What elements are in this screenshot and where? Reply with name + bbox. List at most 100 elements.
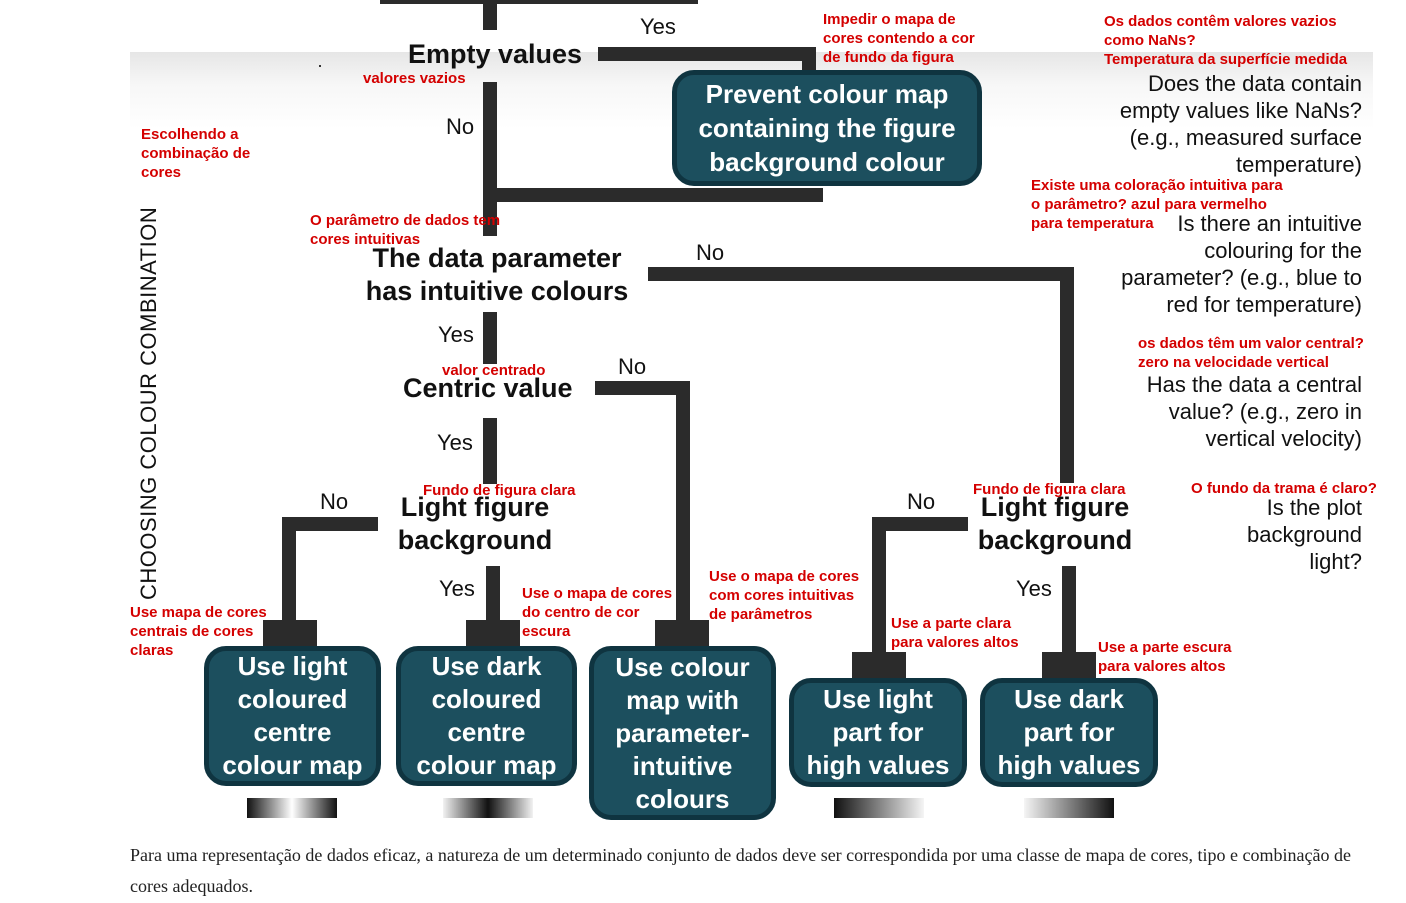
label-param-no: No	[696, 240, 725, 265]
annotation-a14-line3: claras	[130, 642, 174, 659]
node-data-parameter-line2: has intuitive colours	[365, 276, 629, 306]
annotation-a6-line3: para temperatura	[1031, 215, 1154, 232]
annotation-dark-part: Use a parte escura para valores altos	[1098, 638, 1231, 676]
annotation-a9-line1: Fundo de figura clara	[423, 482, 576, 499]
box-dark-centre-line3: centre	[447, 717, 526, 747]
annotation-a15-line2: para valores altos	[891, 634, 1019, 651]
annotation-a6-line1: Existe uma coloração intuitiva para	[1031, 177, 1283, 194]
label-centric-yes: Yes	[437, 430, 473, 455]
figure-caption: Para uma representação de dados eficaz, …	[130, 845, 1351, 896]
label-light-left-no: No	[320, 489, 349, 514]
question-3-line3: vertical velocity)	[1205, 426, 1362, 451]
label-empty-yes: Yes	[640, 14, 676, 39]
question-1-line2: empty values like NaNs?	[1119, 98, 1362, 123]
box-light-centre-colour-map: Use light coloured centre colour map	[204, 646, 381, 786]
annotation-a11-line1: O fundo da trama é claro?	[1191, 480, 1377, 497]
node-light-left-line1: Light figure	[400, 492, 550, 522]
annotation-a6-line2: o parâmetro? azul para vermelho	[1031, 196, 1267, 213]
annotation-a2-line3: Temperatura da superfície medida	[1104, 51, 1348, 68]
node-light-background-right: Light figure background	[962, 491, 1148, 557]
annotation-a12-line3: de parâmetros	[709, 606, 813, 623]
annotation-a7-line2: zero na velocidade vertical	[1138, 354, 1329, 371]
annotation-data-parameter: O parâmetro de dados tem cores intuitiva…	[310, 211, 500, 249]
annotation-a4-line1: Escolhendo a	[141, 126, 239, 143]
box-prevent-background-colour: Prevent colour map containing the figure…	[672, 70, 982, 186]
annotation-a8-line1: valor centrado	[442, 362, 546, 379]
annotation-side-title: Escolhendo a combinação de cores	[141, 125, 250, 182]
question-central-value: Has the data a central value? (e.g., zer…	[1147, 371, 1362, 452]
node-light-background-left: Light figure background	[380, 491, 570, 557]
annotation-light-centre: Use mapa de cores centrais de cores clar…	[130, 603, 267, 660]
question-4-line3: light?	[1309, 549, 1362, 574]
question-4-line1: Is the plot	[1266, 495, 1362, 520]
question-3-line1: Has the data a central	[1146, 372, 1362, 397]
annotation-a10-line1: Fundo de figura clara	[973, 481, 1126, 498]
label-light-right-yes: Yes	[1016, 576, 1052, 601]
box-prevent-line3: background colour	[709, 147, 945, 177]
stray-dot	[319, 65, 321, 67]
annotation-a16-line2: para valores altos	[1098, 658, 1226, 675]
label-param-yes: Yes	[438, 322, 474, 347]
box-dark-centre-line1: Use dark	[431, 651, 542, 681]
box-param-line3: parameter-	[615, 717, 750, 748]
box-dark-centre-line4: colour map	[416, 750, 557, 780]
box-light-centre-line4: colour map	[222, 750, 363, 780]
annotation-a4-line2: combinação de	[141, 145, 251, 162]
annotation-a1-line2: cores contendo a cor	[823, 30, 975, 47]
box-param-line1: Use colour	[615, 651, 750, 682]
label-light-left-yes: Yes	[439, 576, 475, 601]
node-centric-value: Centric value	[403, 373, 573, 403]
annotation-light-left: Fundo de figura clara	[423, 481, 576, 500]
annotation-a7-line1: os dados têm um valor central?	[1138, 335, 1364, 352]
swatch-dark-centre	[443, 798, 533, 818]
annotation-dark-centre: Use o mapa de cores do centro de cor esc…	[522, 584, 672, 641]
box-prevent-line1: Prevent colour map	[705, 79, 949, 109]
box-dark-part-line3: high values	[997, 750, 1141, 780]
question-4-line2: background	[1247, 522, 1362, 547]
annotation-a13-line2: do centro de cor	[522, 604, 640, 621]
annotation-a5-line2: cores intuitivas	[310, 231, 421, 248]
box-dark-part-high-values: Use dark part for high values	[980, 678, 1158, 787]
box-dark-part-line2: part for	[1023, 717, 1115, 747]
annotation-a4-line3: cores	[141, 164, 182, 181]
annotation-centric-value: valor centrado	[442, 361, 545, 380]
annotation-light-part: Use a parte clara para valores altos	[891, 614, 1019, 652]
annotation-intuitive-question: Existe uma coloração intuitiva para o pa…	[1031, 176, 1283, 233]
annotation-a1-line3: de fundo da figura	[823, 49, 954, 66]
swatch-light-part	[834, 798, 924, 818]
annotation-a16-line1: Use a parte escura	[1098, 639, 1232, 656]
swatch-dark-part	[1024, 798, 1114, 818]
box-param-line4: intuitive	[632, 750, 733, 781]
box-light-part-line2: part for	[832, 717, 924, 747]
question-1-line1: Does the data contain	[1147, 71, 1362, 96]
box-light-centre-line2: coloured	[237, 684, 348, 714]
question-2-line2: colouring for the	[1204, 238, 1362, 263]
box-param-line2: map with	[626, 684, 739, 715]
annotation-a3-line1: valores vazios	[363, 70, 466, 87]
node-light-right-line2: background	[977, 525, 1133, 555]
annotation-a1-line1: Impedir o mapa de	[823, 11, 956, 28]
annotation-light-right: Fundo de figura clara	[973, 480, 1126, 499]
box-dark-centre-colour-map: Use dark coloured centre colour map	[396, 646, 577, 786]
box-param-line5: colours	[635, 783, 730, 814]
node-empty-values: Empty values	[408, 39, 583, 69]
label-centric-no: No	[618, 354, 647, 379]
annotation-a2-line2: como NaNs?	[1104, 32, 1196, 49]
annotation-prevent: Impedir o mapa de cores contendo a cor d…	[823, 10, 975, 67]
box-parameter-intuitive-colours: Use colour map with parameter- intuitive…	[589, 646, 776, 820]
node-data-parameter: The data parameter has intuitive colours	[352, 242, 642, 308]
box-light-part-line1: Use light	[823, 684, 933, 714]
question-empty-values: Does the data contain empty values like …	[1120, 70, 1362, 178]
annotation-empty-question: Os dados contêm valores vazios como NaNs…	[1104, 12, 1347, 69]
annotation-central-question: os dados têm um valor central? zero na v…	[1138, 334, 1364, 372]
annotation-a12-line1: Use o mapa de cores	[709, 568, 860, 585]
box-dark-centre-line2: coloured	[431, 684, 542, 714]
annotation-param-intuitive: Use o mapa de cores com cores intuitivas…	[709, 567, 859, 624]
node-data-parameter-line1: The data parameter	[372, 243, 622, 273]
annotation-a14-line1: Use mapa de cores	[130, 604, 267, 621]
box-prevent-line2: containing the figure	[698, 113, 956, 143]
node-light-left-line2: background	[397, 525, 553, 555]
question-3-line2: value? (e.g., zero in	[1168, 399, 1362, 424]
annotation-a2-line1: Os dados contêm valores vazios	[1104, 13, 1337, 30]
